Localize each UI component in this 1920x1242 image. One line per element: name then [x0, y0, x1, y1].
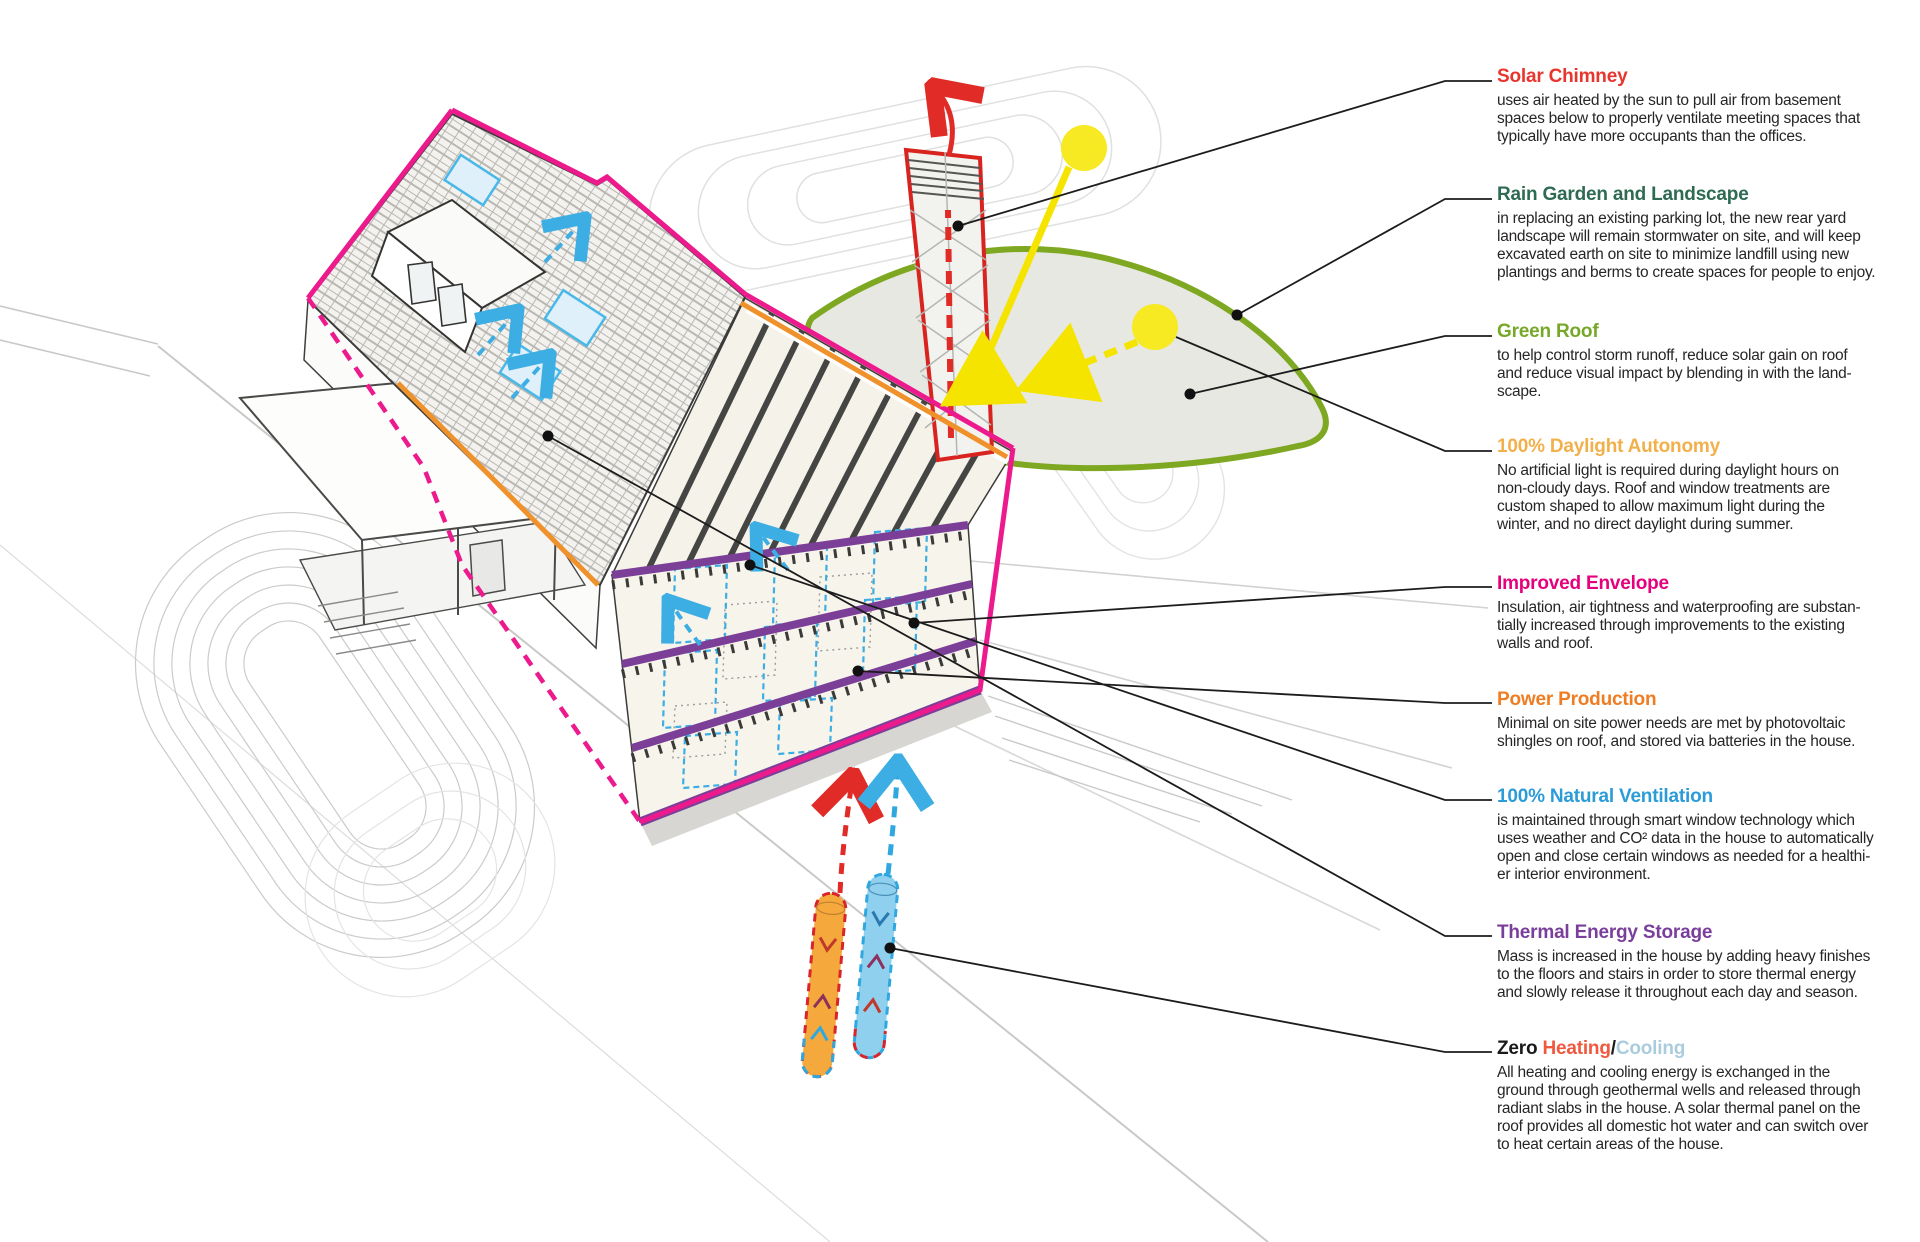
annotation-body: uses air heated by the sun to pull air f… [1497, 92, 1861, 145]
annotation-title: Power Production [1497, 689, 1657, 710]
dormer-window [437, 283, 467, 327]
annotation-body: to help control storm runoff, reduce sol… [1497, 347, 1852, 400]
well-warm [800, 891, 848, 1079]
leader-rain-garden [1236, 198, 1492, 316]
section-wall [611, 525, 981, 824]
lawn-contours [304, 762, 556, 998]
annotation-title: Rain Garden and Landscape [1497, 184, 1749, 205]
leader-envelope [913, 586, 1492, 624]
roof-vent-arrows [478, 218, 585, 400]
annotation-title: 100% Daylight Autonomy [1497, 436, 1720, 457]
daylight-rays [939, 165, 1139, 407]
annotation-body: Insulation, air tightness and waterproof… [1497, 599, 1861, 652]
envelope-outline [306, 107, 1016, 825]
annotation-title: Zero Heating/Cooling [1497, 1038, 1920, 1060]
annotation-body: in replacing an existing parking lot, th… [1497, 210, 1876, 281]
leader-power [857, 670, 1492, 704]
chimney-exhaust-arrow [933, 86, 952, 156]
leader-green-roof [1189, 335, 1492, 395]
annotation-title-part: Cooling [1615, 1038, 1686, 1059]
annotation-title: Improved Envelope [1497, 573, 1669, 594]
sun-icon [1132, 304, 1178, 350]
warm-supply-arrow [840, 775, 853, 894]
cutaway-house [237, 107, 1016, 846]
dormer-window [407, 261, 437, 305]
annotation-title-part: / [1610, 1038, 1616, 1059]
annotation-body: Minimal on site power needs are met by p… [1497, 715, 1856, 750]
sun-icon [1061, 125, 1107, 171]
leader-daylight [1175, 336, 1492, 452]
annotation-title: Green Roof [1497, 321, 1599, 342]
annotation-title: 100% Natural Ventilation [1497, 786, 1713, 807]
chimney-airflow-arrow [945, 209, 954, 439]
annotation-title-part: Zero [1497, 1038, 1543, 1059]
annotation-daylight-autonomy: 100% Daylight Autonomy No artificial ligh… [1497, 436, 1920, 534]
leader-thermal [547, 435, 1492, 937]
annotation-green-roof: Green Roof to help control storm runoff, … [1497, 321, 1920, 401]
dormer [370, 198, 547, 354]
leader-ventilation [749, 564, 1492, 801]
annotation-body: is maintained through smart window techn… [1497, 812, 1874, 883]
driveway-loop-contours [134, 511, 536, 959]
leader-zero-hc [889, 947, 1492, 1053]
annotation-title-part: Heating [1542, 1038, 1611, 1059]
leader-dots [542, 220, 1243, 954]
annotation-title: Thermal Energy Storage [1497, 922, 1713, 943]
annotation-solar-chimney: Solar Chimney uses air heated by the sun … [1497, 66, 1920, 146]
annotation-rain-garden: Rain Garden and Landscape in replacing an… [1497, 184, 1920, 282]
annotation-title: Solar Chimney [1497, 66, 1628, 87]
annotation-body: No artificial light is required during d… [1497, 462, 1839, 533]
leader-solar-chimney [957, 80, 1492, 227]
annotation-body: All heating and cooling energy is exchan… [1497, 1064, 1869, 1153]
leader-lines [547, 80, 1492, 1053]
annotation-natural-ventilation: 100% Natural Ventilation is maintained th… [1497, 786, 1920, 884]
annotation-body: Mass is increased in the house by adding… [1497, 948, 1871, 1001]
geothermal-wells [800, 762, 900, 1079]
cool-return-arrow [888, 762, 898, 875]
well-cool [852, 872, 900, 1060]
terrace-lines [987, 695, 1293, 823]
